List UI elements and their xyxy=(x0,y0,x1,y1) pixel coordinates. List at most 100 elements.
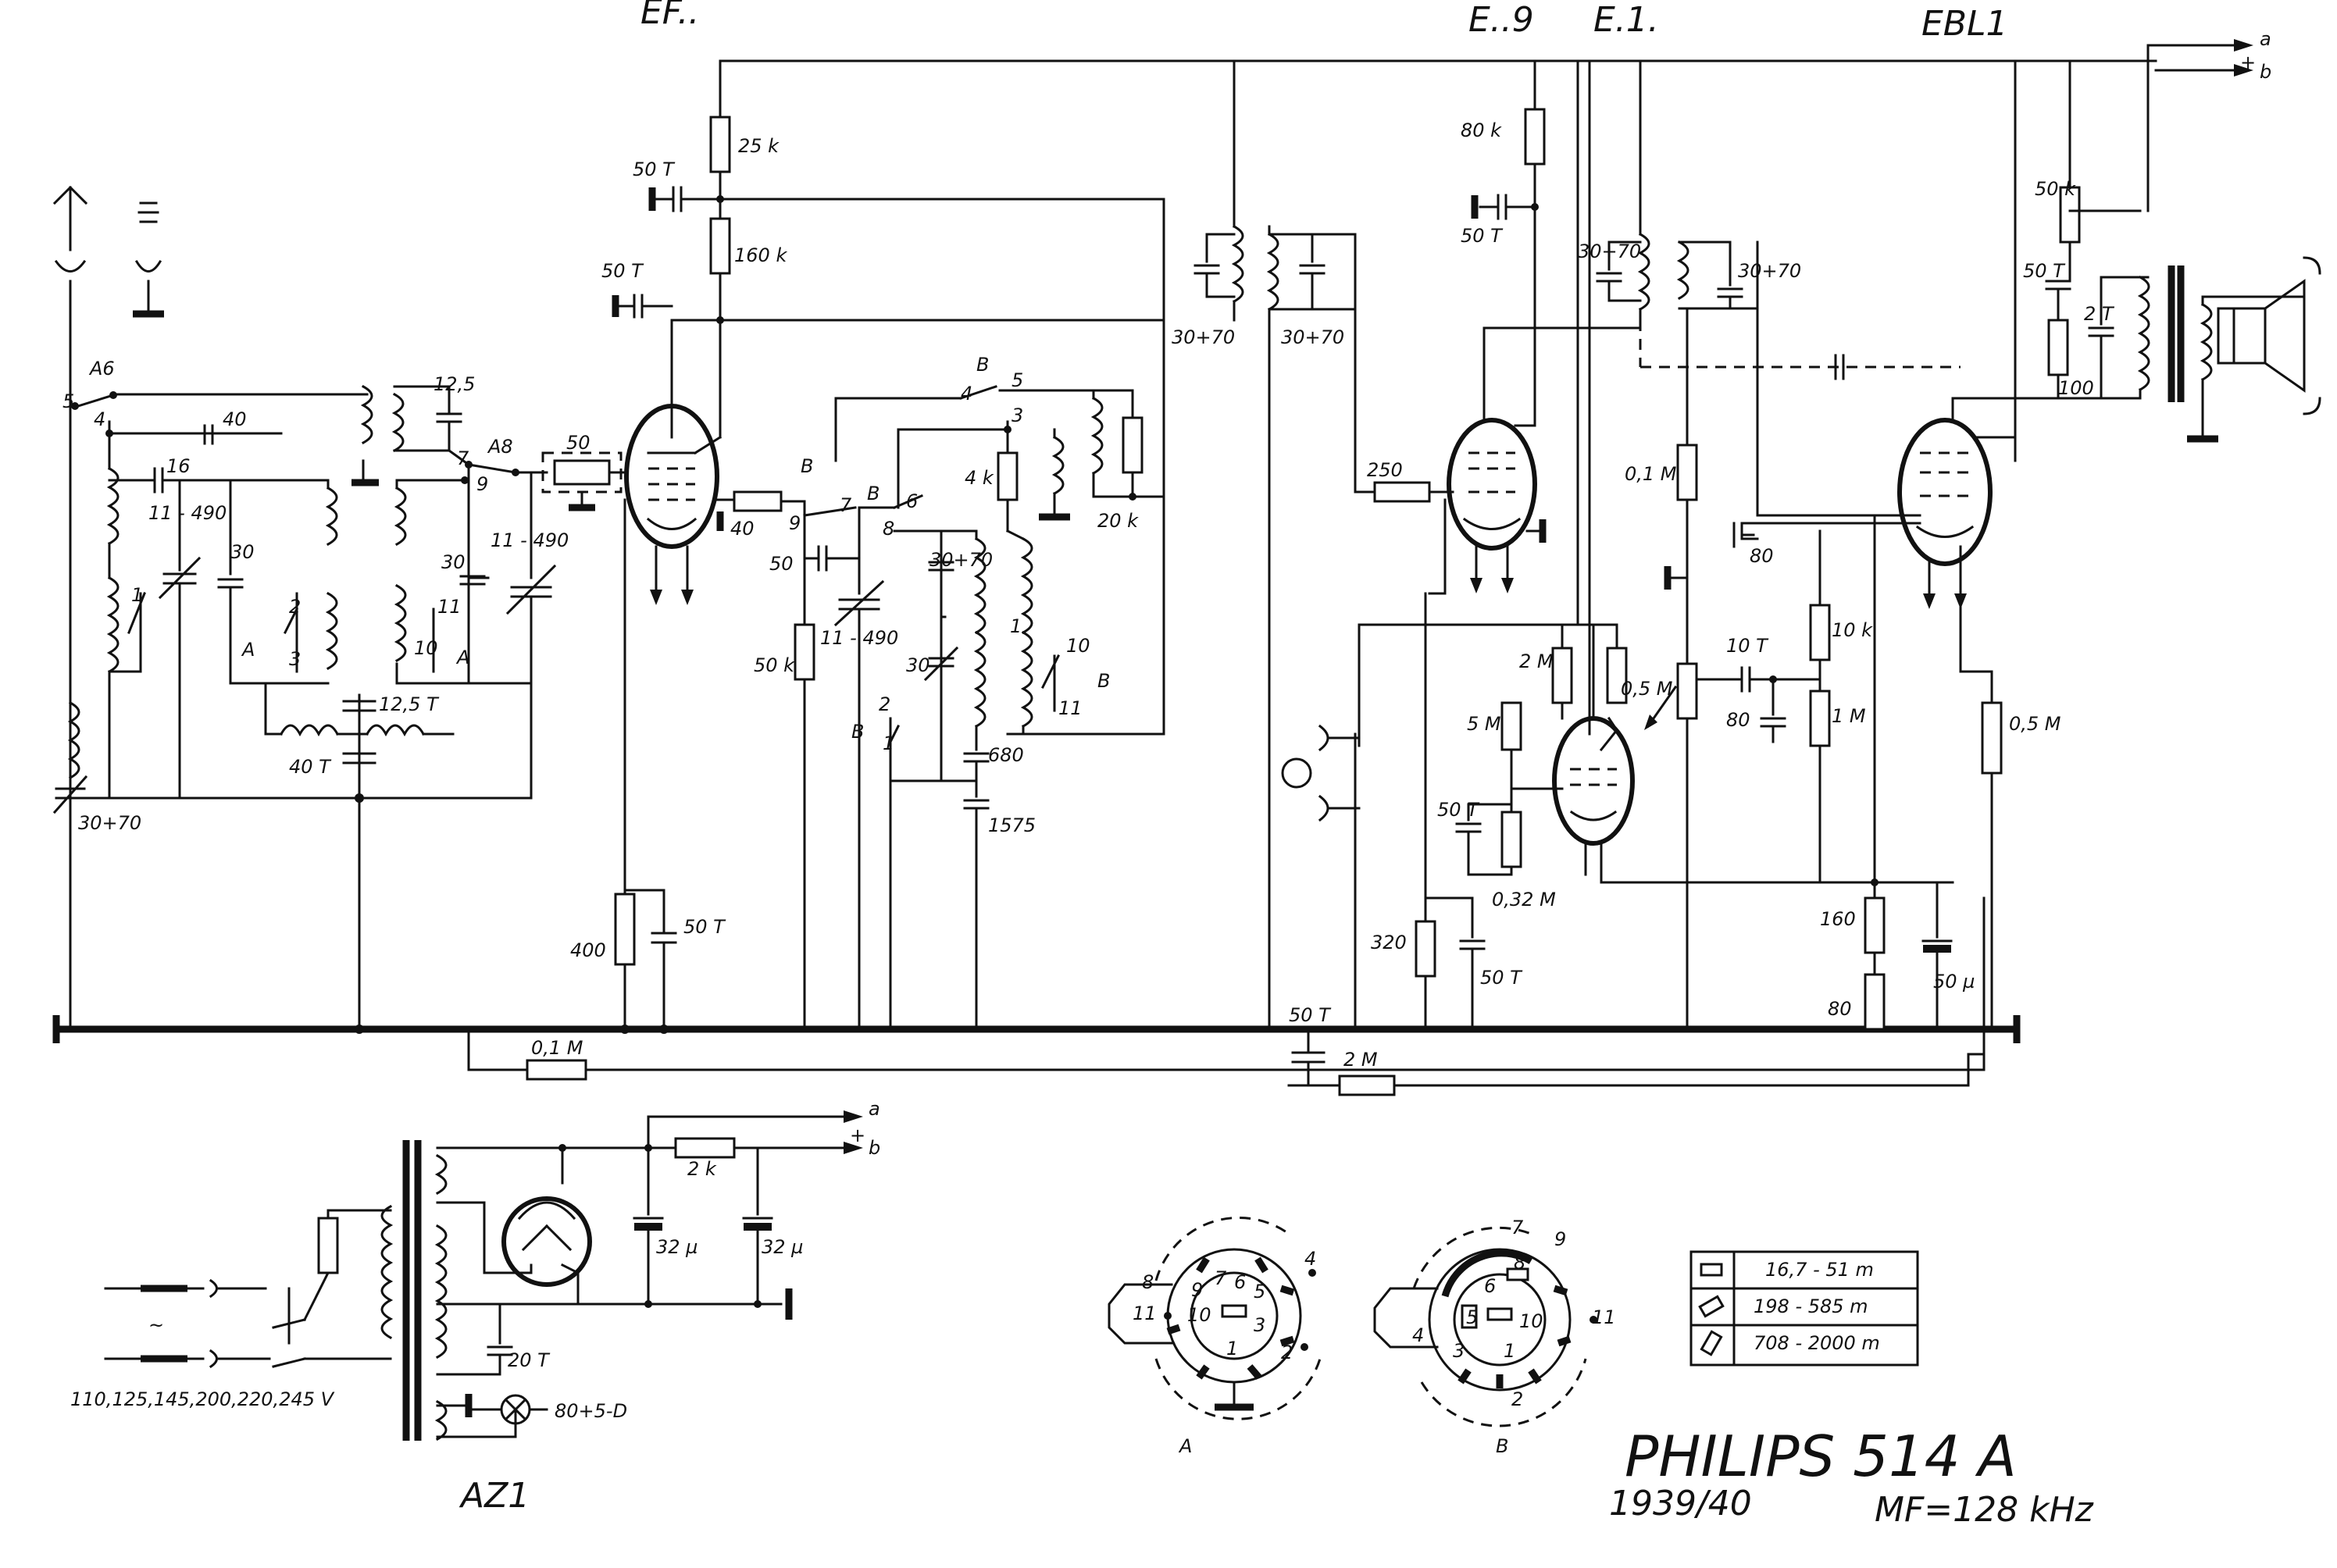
svg-text:1: 1 xyxy=(131,584,143,606)
svg-text:32 µ: 32 µ xyxy=(656,1236,698,1258)
svg-text:11 - 490: 11 - 490 xyxy=(491,529,569,551)
rf-input-section xyxy=(52,384,626,1031)
band-3: 708 - 2000 m xyxy=(1754,1332,1880,1354)
socket-b-label: B xyxy=(1496,1435,1508,1457)
svg-text:B: B xyxy=(867,483,879,504)
svg-text:30+70: 30+70 xyxy=(1172,326,1235,348)
svg-text:80: 80 xyxy=(1750,545,1774,567)
model-title: PHILIPS 514 A xyxy=(1625,1424,2017,1489)
output-transformer xyxy=(2045,59,2321,443)
svg-text:160 k: 160 k xyxy=(734,244,787,266)
svg-text:50 T: 50 T xyxy=(1289,1004,1332,1026)
switch-labels: A6 A8 A A B B B B B 5 4 7 9 2 3 10 11 1 … xyxy=(62,354,1110,754)
svg-text:3: 3 xyxy=(1453,1340,1465,1362)
out-plus-top: + xyxy=(2240,52,2256,73)
svg-text:A8: A8 xyxy=(487,436,513,458)
svg-text:30: 30 xyxy=(230,541,255,563)
svg-text:3: 3 xyxy=(289,648,301,670)
if-transformer-2 xyxy=(1576,59,1961,736)
svg-text:8: 8 xyxy=(1514,1252,1525,1274)
svg-text:1575: 1575 xyxy=(988,814,1036,836)
detector-network xyxy=(1644,436,1821,1031)
svg-text:2: 2 xyxy=(879,693,890,715)
tube2-name: E..9 xyxy=(1468,0,1534,40)
svg-text:5: 5 xyxy=(1254,1281,1265,1303)
mains-voltages: 110,125,145,200,220,245 V xyxy=(70,1388,335,1410)
svg-text:11: 11 xyxy=(1133,1303,1157,1324)
svg-text:1: 1 xyxy=(1226,1338,1238,1360)
svg-text:2 k: 2 k xyxy=(687,1158,717,1180)
svg-text:12,5 T: 12,5 T xyxy=(379,693,440,715)
mixer-tube xyxy=(623,319,1165,1031)
svg-text:20 k: 20 k xyxy=(1097,510,1139,532)
socket-a-pins: 8 7 9 6 5 4 11 10 3 1 2 xyxy=(1133,1248,1316,1363)
power-supply: a + b xyxy=(104,1098,880,1441)
svg-text:50 T: 50 T xyxy=(1461,225,1504,247)
svg-text:7: 7 xyxy=(1511,1217,1524,1238)
svg-text:2 T: 2 T xyxy=(2084,303,2115,325)
svg-text:4: 4 xyxy=(961,383,972,404)
svg-text:0,1 M: 0,1 M xyxy=(1625,463,1677,485)
svg-text:10: 10 xyxy=(414,637,438,659)
svg-text:320: 320 xyxy=(1371,932,1407,953)
output-arrows: a + b xyxy=(2234,28,2271,83)
svg-text:1: 1 xyxy=(883,732,894,754)
svg-text:A: A xyxy=(241,639,255,661)
svg-text:1: 1 xyxy=(1504,1340,1515,1362)
svg-text:1 M: 1 M xyxy=(1832,705,1866,727)
svg-text:40: 40 xyxy=(730,518,755,540)
svg-text:10: 10 xyxy=(1519,1310,1543,1332)
socket-a-label: A xyxy=(1178,1435,1192,1457)
ac-symbol: ~ xyxy=(148,1314,164,1336)
svg-text:3: 3 xyxy=(1254,1314,1265,1336)
out-b-top: b xyxy=(2260,61,2271,83)
svg-text:6: 6 xyxy=(1484,1275,1496,1297)
svg-text:50 T: 50 T xyxy=(633,159,676,180)
out-a-top: a xyxy=(2260,28,2271,50)
svg-text:12,5: 12,5 xyxy=(434,373,475,395)
if-transformer-1 xyxy=(1193,59,1454,1031)
svg-text:6: 6 xyxy=(1234,1271,1246,1293)
svg-text:8: 8 xyxy=(1142,1271,1154,1293)
svg-text:9: 9 xyxy=(1554,1228,1566,1250)
svg-text:400: 400 xyxy=(570,939,606,961)
svg-text:30: 30 xyxy=(906,654,930,676)
svg-text:3: 3 xyxy=(1012,404,1023,426)
svg-text:16: 16 xyxy=(166,455,191,477)
svg-text:1: 1 xyxy=(1010,615,1022,637)
svg-text:5 M: 5 M xyxy=(1467,713,1501,735)
svg-text:11: 11 xyxy=(1592,1306,1616,1328)
svg-text:80 k: 80 k xyxy=(1461,119,1502,141)
svg-text:10 k: 10 k xyxy=(1832,619,1873,641)
switch-socket-a xyxy=(1108,1216,1322,1420)
svg-text:11: 11 xyxy=(1058,697,1083,719)
svg-text:30+70: 30+70 xyxy=(1738,260,1801,282)
svg-text:4 k: 4 k xyxy=(965,467,994,489)
bias-network xyxy=(1354,514,2003,1031)
svg-text:7: 7 xyxy=(1215,1267,1227,1289)
svg-text:B: B xyxy=(801,455,813,477)
svg-text:0,1 M: 0,1 M xyxy=(531,1037,583,1059)
svg-text:50: 50 xyxy=(566,432,590,454)
mixer-plate-network xyxy=(612,59,1165,736)
svg-text:80: 80 xyxy=(1726,709,1750,731)
svg-text:32 µ: 32 µ xyxy=(762,1236,803,1258)
socket-b-pins: 7 9 6 8 5 10 4 3 1 11 2 xyxy=(1412,1217,1616,1410)
svg-text:50 k: 50 k xyxy=(754,654,795,676)
svg-text:2: 2 xyxy=(289,596,301,618)
svg-text:30+70: 30+70 xyxy=(78,812,141,834)
rails xyxy=(52,44,2235,1071)
pickup-sockets xyxy=(1281,724,1361,822)
svg-text:50 T: 50 T xyxy=(1437,799,1480,821)
svg-text:4: 4 xyxy=(1412,1324,1424,1346)
svg-text:11 - 490: 11 - 490 xyxy=(148,502,227,524)
svg-text:25 k: 25 k xyxy=(738,135,780,157)
rectifier-label: AZ1 xyxy=(458,1476,530,1516)
svg-text:0,5 M: 0,5 M xyxy=(1621,678,1673,700)
svg-text:30+70: 30+70 xyxy=(1578,241,1641,262)
svg-text:9: 9 xyxy=(476,473,488,495)
svg-text:7: 7 xyxy=(457,447,469,469)
svg-text:11: 11 xyxy=(437,596,462,618)
svg-text:5: 5 xyxy=(1466,1306,1478,1328)
oscillator-section xyxy=(715,385,1165,1031)
